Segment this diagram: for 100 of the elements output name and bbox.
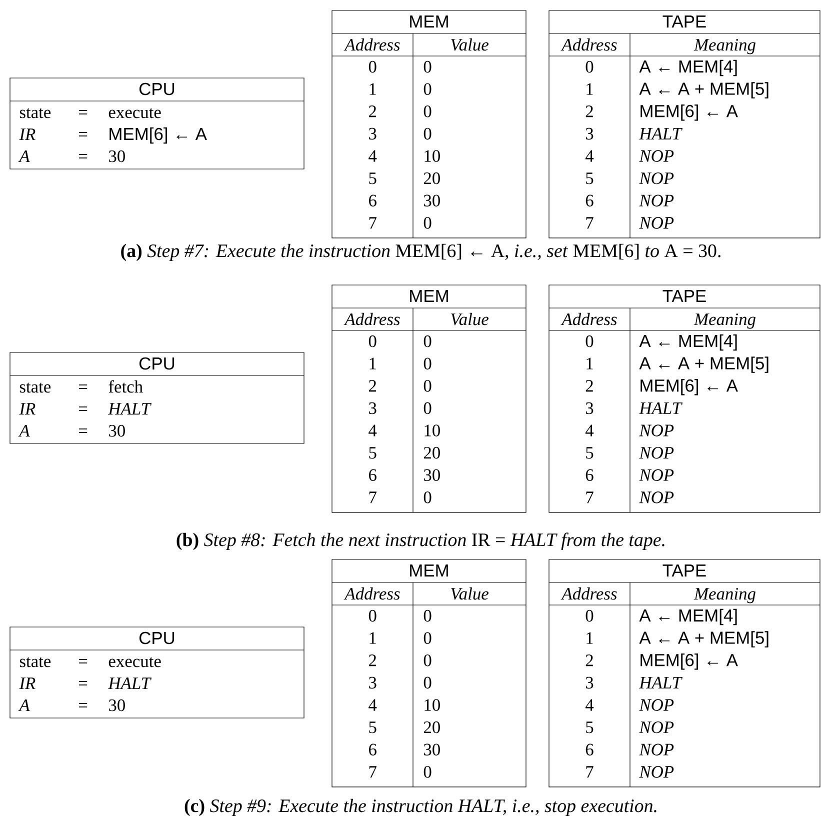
table-cell: 3 — [586, 402, 594, 414]
column-header: Address — [344, 38, 400, 51]
table-cell: A ← MEM[4] — [639, 334, 737, 351]
column-header: Address — [560, 38, 617, 51]
table-cell: 3 — [369, 676, 376, 689]
equals-sign: = — [78, 406, 88, 411]
table-cell: 0 — [424, 492, 432, 504]
table-cell: 6 — [586, 744, 594, 756]
table-cell: NOP — [639, 446, 674, 459]
table-cell: 6 — [369, 194, 376, 206]
table-cell: 10 — [424, 424, 440, 436]
table-cell: 1 — [586, 358, 593, 370]
tape-table — [548, 10, 820, 238]
table-cell: 6 — [369, 469, 376, 481]
tape-table — [548, 559, 820, 788]
table-heading: TAPE — [662, 16, 706, 28]
register-value: 30 — [109, 699, 125, 712]
table-cell: 7 — [369, 492, 376, 504]
table-cell: MEM[6] ← A — [640, 378, 738, 396]
table-cell: NOP — [639, 744, 674, 756]
table-cell: 0 — [424, 610, 432, 622]
table-heading: MEM — [410, 290, 448, 302]
table-cell: 5 — [586, 722, 594, 734]
table-cell: 7 — [586, 492, 594, 504]
register-name: state — [20, 108, 51, 118]
register-value: HALT — [108, 678, 152, 689]
table-cell: MEM[6] ← A — [640, 104, 738, 121]
table-cell: 3 — [369, 402, 376, 414]
table-cell: HALT — [639, 676, 683, 688]
table-cell: 6 — [586, 469, 594, 481]
table-cell: 2 — [586, 380, 593, 392]
table-heading: CPU — [139, 357, 174, 370]
register-name: state — [20, 382, 51, 393]
table-cell: 4 — [585, 150, 594, 162]
register-value: execute — [108, 108, 161, 118]
register-value: 30 — [109, 424, 125, 437]
table-cell: 4 — [585, 424, 594, 436]
register-value: HALT — [108, 403, 152, 414]
column-header: Address — [560, 587, 617, 600]
table-cell: HALT — [639, 402, 683, 414]
table-cell: 1 — [586, 632, 593, 644]
table-cell: 0 — [424, 766, 432, 778]
register-name: A — [18, 425, 30, 436]
table-heading: TAPE — [662, 564, 706, 576]
table-cell: NOP — [639, 699, 674, 711]
table-cell: 6 — [369, 744, 376, 756]
table-cell: NOP — [639, 424, 674, 436]
table-cell: 0 — [586, 610, 594, 622]
figure-caption: (a) Step #7: Execute the instruction MEM[6] ← A, i.e., set MEM[6] to A = 30. — [121, 244, 720, 262]
table-cell: NOP — [639, 150, 674, 162]
register-value: execute — [108, 657, 161, 668]
table-cell: A ← MEM[4] — [639, 608, 737, 626]
table-cell: 5 — [586, 172, 594, 184]
table-cell: 7 — [586, 217, 594, 229]
table-cell: 2 — [369, 654, 376, 666]
table-heading: CPU — [139, 632, 174, 644]
equals-sign: = — [78, 110, 88, 114]
table-cell: 30 — [424, 194, 440, 206]
register-value: 30 — [109, 150, 125, 162]
table-cell: 5 — [369, 172, 376, 184]
table-cell: NOP — [639, 766, 674, 778]
table-heading: MEM — [410, 16, 448, 28]
table-cell: 3 — [586, 128, 594, 140]
table-heading: TAPE — [662, 290, 706, 302]
table-cell: NOP — [639, 217, 674, 229]
cpu-register-table — [10, 78, 304, 170]
column-header: Value — [451, 587, 488, 600]
equals-sign: = — [78, 384, 88, 389]
table-cell: 0 — [424, 128, 432, 140]
register-name: state — [20, 657, 51, 668]
table-cell: 0 — [424, 217, 432, 229]
table-cell: 4 — [368, 424, 377, 436]
register-name: IR — [19, 678, 36, 689]
table-cell: 10 — [424, 699, 440, 711]
table-cell: 30 — [424, 469, 440, 481]
table-cell: 10 — [424, 150, 440, 162]
table-cell: 0 — [424, 60, 432, 73]
column-header: Value — [451, 38, 488, 51]
table-cell: A ← MEM[4] — [639, 60, 737, 76]
cpu-register-table — [10, 626, 304, 718]
table-cell: 0 — [368, 335, 376, 348]
column-header: Meaning — [694, 588, 756, 604]
register-name: A — [18, 150, 30, 162]
table-cell: 2 — [369, 106, 376, 118]
memory-table — [332, 284, 526, 513]
table-cell: 2 — [586, 106, 593, 118]
register-value: fetch — [108, 380, 143, 393]
table-cell: 1 — [586, 83, 593, 95]
register-name: A — [18, 700, 30, 711]
column-header: Value — [451, 312, 488, 326]
equals-sign: = — [78, 428, 88, 433]
table-cell: 0 — [424, 676, 432, 689]
table-cell: 6 — [586, 194, 594, 206]
table-cell: A ← A + MEM[5] — [639, 631, 768, 648]
table-cell: 4 — [368, 699, 377, 711]
table-cell: 5 — [369, 447, 376, 459]
equals-sign: = — [78, 703, 88, 708]
tape-table — [548, 284, 820, 513]
table-cell: NOP — [639, 469, 674, 481]
table-cell: 1 — [370, 358, 376, 370]
